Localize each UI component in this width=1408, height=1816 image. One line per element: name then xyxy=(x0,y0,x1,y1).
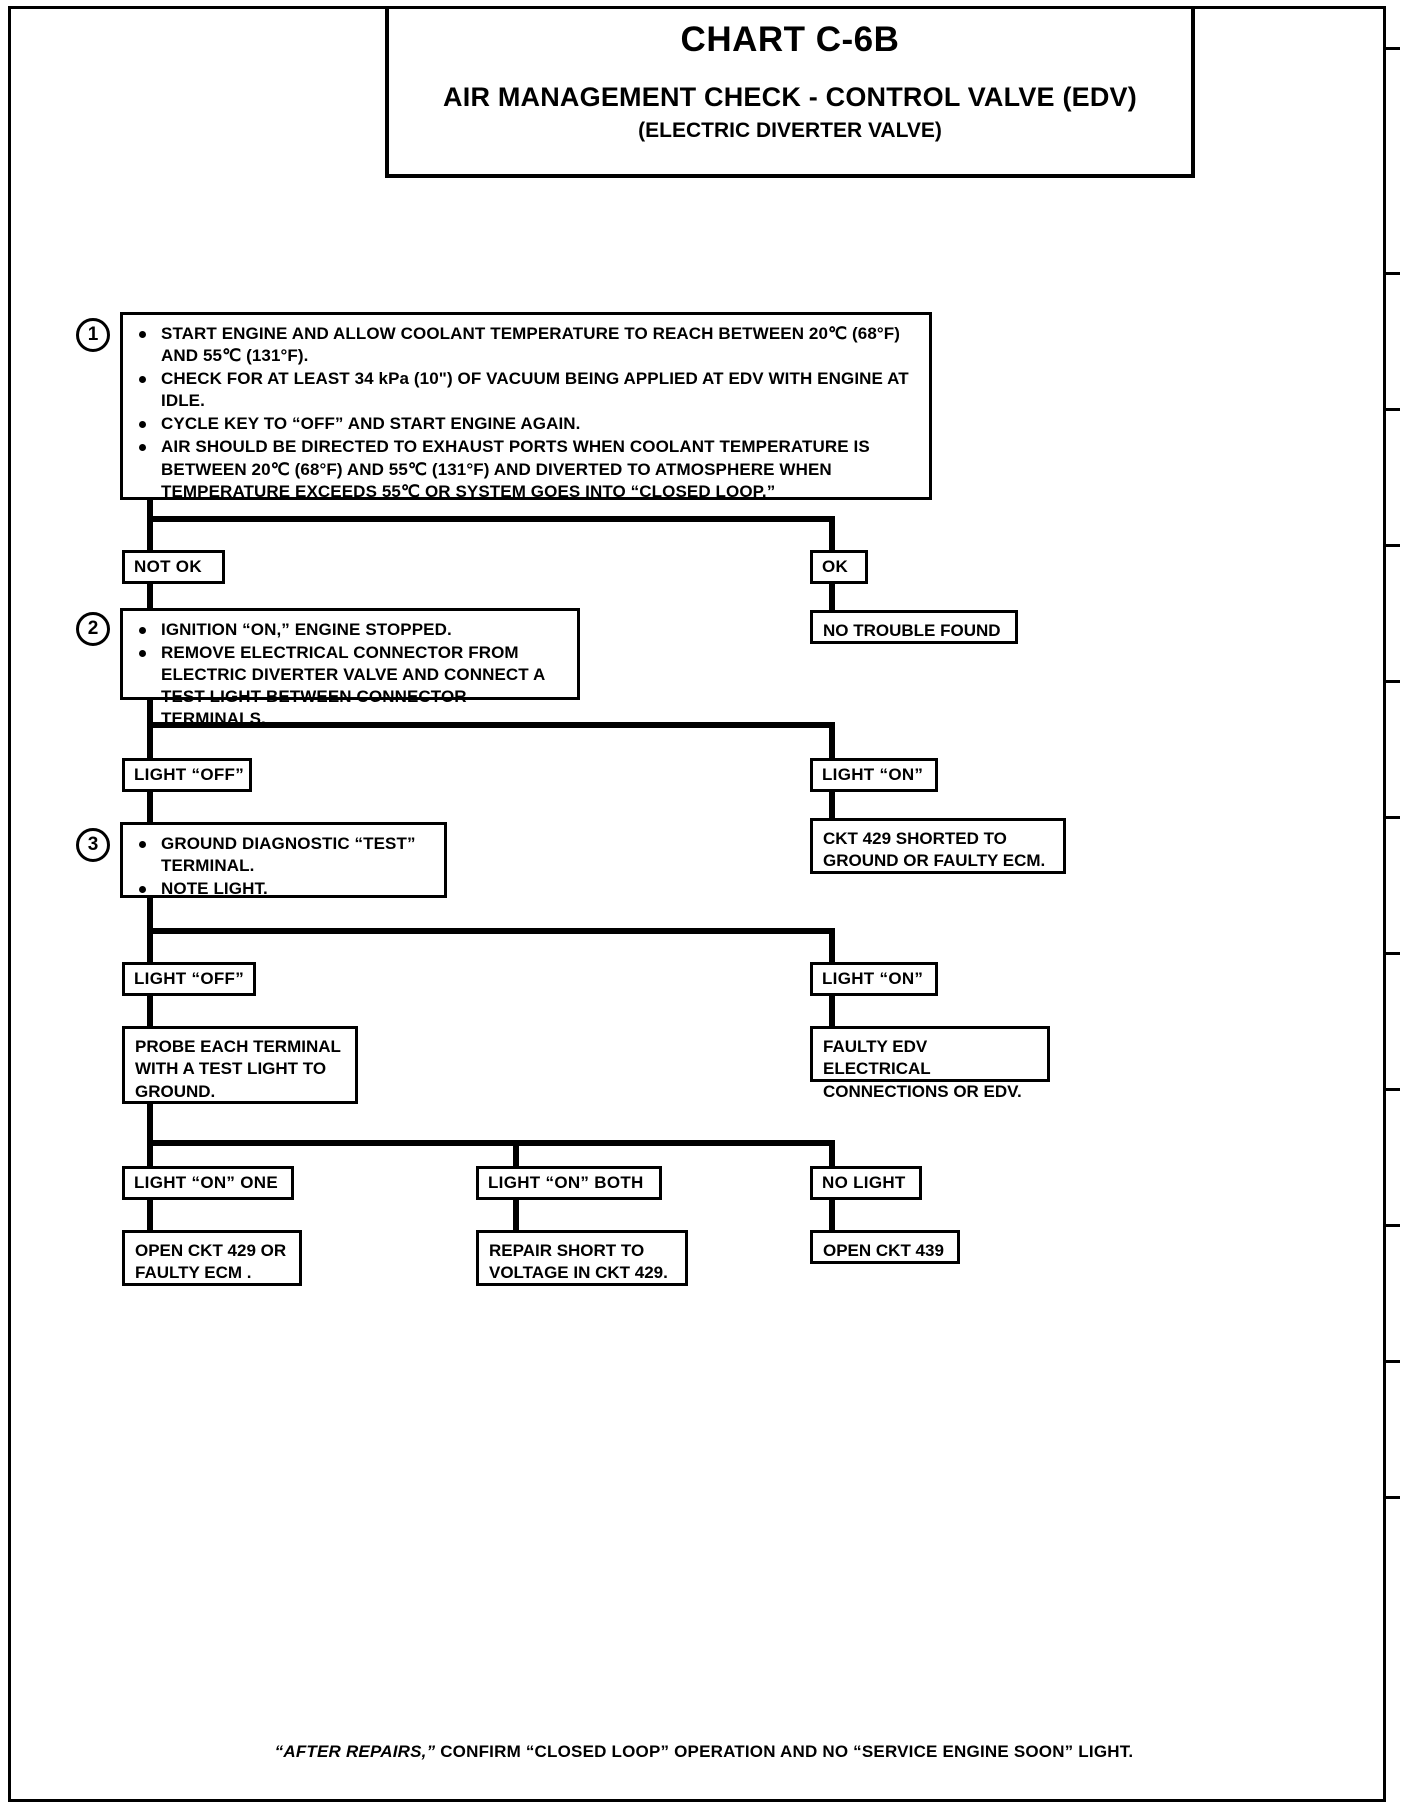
margin-tick xyxy=(1386,1360,1400,1363)
step-3-bullet-list: GROUND DIAGNOSTIC “TEST” TERMINAL. NOTE … xyxy=(135,833,434,900)
connector-line xyxy=(147,996,153,1028)
connector-line xyxy=(513,1140,519,1168)
connector-line xyxy=(829,996,835,1028)
step-3-bullet: GROUND DIAGNOSTIC “TEST” TERMINAL. xyxy=(135,833,434,877)
connector-line xyxy=(147,500,153,522)
margin-tick xyxy=(1386,816,1400,819)
page-border xyxy=(8,6,1386,1802)
result-no-trouble-found: NO TROUBLE FOUND xyxy=(810,610,1018,644)
step-1-box: START ENGINE AND ALLOW COOLANT TEMPERATU… xyxy=(120,312,932,503)
result-probe-each-terminal: PROBE EACH TERMINAL WITH A TEST LIGHT TO… xyxy=(122,1026,358,1104)
step-1-bullet: START ENGINE AND ALLOW COOLANT TEMPERATU… xyxy=(135,323,919,367)
connector-line xyxy=(147,516,153,552)
margin-tick xyxy=(1386,408,1400,411)
connector-line xyxy=(829,792,835,820)
connector-line xyxy=(147,928,835,934)
step-2-bullet-list: IGNITION “ON,” ENGINE STOPPED. REMOVE EL… xyxy=(135,619,567,730)
step-1-bullet: CYCLE KEY TO “OFF” AND START ENGINE AGAI… xyxy=(135,413,919,435)
branch-label-light-on-1: LIGHT “ON” xyxy=(810,758,938,792)
connector-line xyxy=(513,1200,519,1232)
branch-label-light-on-both: LIGHT “ON” BOTH xyxy=(476,1166,662,1200)
chart-subtitle: (ELECTRIC DIVERTER VALVE) xyxy=(638,119,942,142)
step-2-bullet: IGNITION “ON,” ENGINE STOPPED. xyxy=(135,619,567,641)
step-number-2: 2 xyxy=(76,612,110,646)
connector-line xyxy=(147,928,153,964)
step-1-bullet: CHECK FOR AT LEAST 34 kPa (10") OF VACUU… xyxy=(135,368,919,412)
step-1-bullet: AIR SHOULD BE DIRECTED TO EXHAUST PORTS … xyxy=(135,436,919,502)
result-open-ckt429: OPEN CKT 429 OR FAULTY ECM . xyxy=(122,1230,302,1286)
result-ckt429-shorted: CKT 429 SHORTED TO GROUND OR FAULTY ECM. xyxy=(810,818,1066,874)
chart-title: AIR MANAGEMENT CHECK - CONTROL VALVE (ED… xyxy=(443,82,1137,112)
margin-tick xyxy=(1386,272,1400,275)
step-1-bullet-list: START ENGINE AND ALLOW COOLANT TEMPERATU… xyxy=(135,323,919,503)
branch-label-light-off-1: LIGHT “OFF” xyxy=(122,758,252,792)
connector-line xyxy=(829,1140,835,1168)
connector-line xyxy=(147,1104,153,1146)
footer-note: “AFTER REPAIRS,” CONFIRM “CLOSED LOOP” O… xyxy=(0,1742,1408,1762)
margin-tick xyxy=(1386,1224,1400,1227)
margin-tick xyxy=(1386,544,1400,547)
title-block: CHART C-6B AIR MANAGEMENT CHECK - CONTRO… xyxy=(385,6,1195,178)
branch-label-no-light: NO LIGHT xyxy=(810,1166,922,1200)
result-open-ckt439: OPEN CKT 439 xyxy=(810,1230,960,1264)
chart-id: CHART C-6B xyxy=(680,20,900,59)
connector-line xyxy=(147,1200,153,1232)
branch-label-light-off-2: LIGHT “OFF” xyxy=(122,962,256,996)
margin-tick xyxy=(1386,680,1400,683)
connector-line xyxy=(147,1140,835,1146)
branch-label-light-on-2: LIGHT “ON” xyxy=(810,962,938,996)
margin-tick xyxy=(1386,1496,1400,1499)
step-3-bullet: NOTE LIGHT. xyxy=(135,878,434,900)
connector-line xyxy=(147,898,153,932)
connector-line xyxy=(829,516,835,552)
result-faulty-edv: FAULTY EDV ELECTRICAL CONNECTIONS OR EDV… xyxy=(810,1026,1050,1101)
connector-line xyxy=(147,584,153,610)
connector-line xyxy=(147,722,835,728)
connector-line xyxy=(829,928,835,964)
margin-tick xyxy=(1386,47,1400,50)
connector-line xyxy=(147,722,153,760)
result-repair-short: REPAIR SHORT TO VOLTAGE IN CKT 429. xyxy=(476,1230,688,1286)
margin-tick xyxy=(1386,1088,1400,1091)
branch-label-ok: OK xyxy=(810,550,868,584)
connector-line xyxy=(829,584,835,610)
branch-label-light-on-one: LIGHT “ON” ONE xyxy=(122,1166,294,1200)
step-2-bullet: REMOVE ELECTRICAL CONNECTOR FROM ELECTRI… xyxy=(135,642,567,730)
branch-label-not-ok: NOT OK xyxy=(122,550,225,584)
footer-text: CONFIRM “CLOSED LOOP” OPERATION AND NO “… xyxy=(435,1742,1134,1761)
margin-tick xyxy=(1386,952,1400,955)
connector-line xyxy=(147,1140,153,1168)
connector-line xyxy=(147,516,835,522)
step-number-3: 3 xyxy=(76,828,110,862)
connector-line xyxy=(147,700,153,728)
step-number-1: 1 xyxy=(76,318,110,352)
step-2-box: IGNITION “ON,” ENGINE STOPPED. REMOVE EL… xyxy=(120,608,580,728)
step-3-box: GROUND DIAGNOSTIC “TEST” TERMINAL. NOTE … xyxy=(120,822,447,898)
connector-line xyxy=(829,1200,835,1232)
connector-line xyxy=(147,792,153,824)
footer-emphasis: “AFTER REPAIRS,” xyxy=(274,1742,436,1761)
connector-line xyxy=(829,722,835,760)
